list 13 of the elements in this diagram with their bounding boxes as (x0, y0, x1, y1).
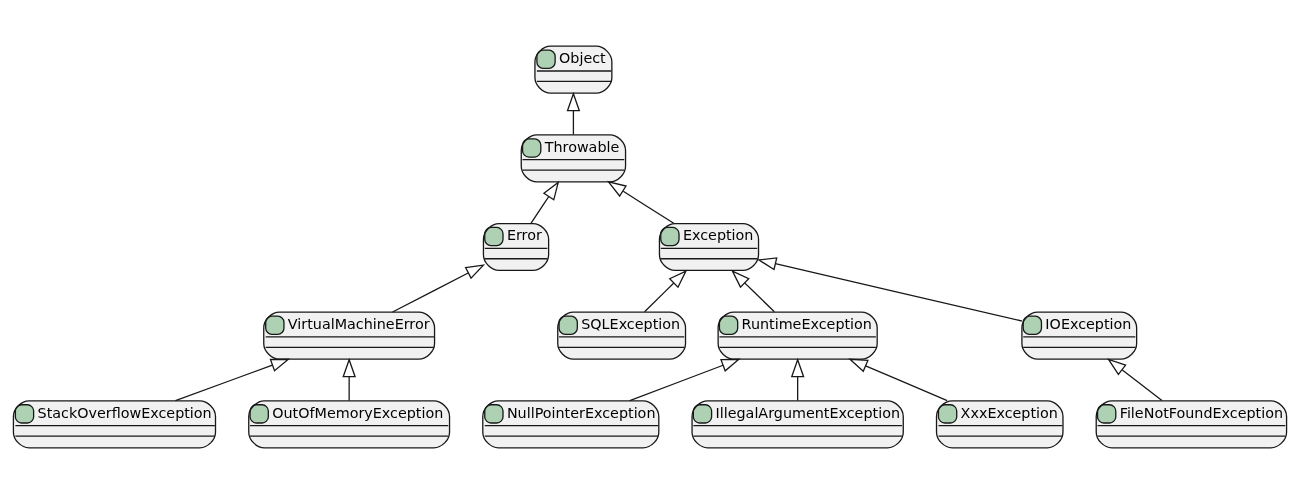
arrow (790, 357, 805, 401)
arrow (756, 256, 1023, 322)
arrow (643, 269, 688, 312)
arrow (530, 180, 560, 224)
arrow (629, 358, 741, 401)
arrow (731, 269, 775, 312)
arrow (566, 91, 581, 135)
arrow (391, 263, 486, 313)
arrow (1106, 357, 1163, 401)
arrow (848, 357, 948, 401)
arrow (606, 180, 675, 224)
arrow (174, 358, 291, 401)
arrow (342, 357, 356, 401)
